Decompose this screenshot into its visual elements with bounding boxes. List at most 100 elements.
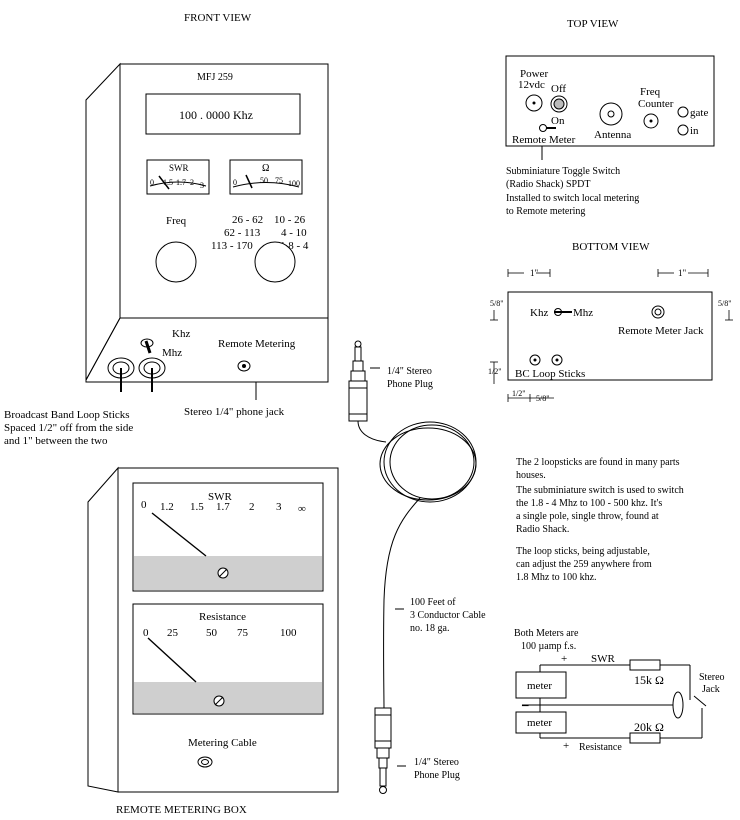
remote-resistance-title: Resistance	[199, 611, 246, 623]
remote-res-tick: 0	[143, 627, 149, 639]
plug-top-label: Phone Plug	[387, 379, 433, 390]
ohm-tick: 100	[288, 179, 300, 188]
off-label: Off	[551, 83, 566, 95]
meter2-label: meter	[527, 717, 552, 729]
metering-cable-jack-icon	[197, 756, 213, 768]
ohm-meter-title: Ω	[262, 163, 269, 174]
gate-label: gate	[690, 107, 708, 119]
front-panel-box	[85, 62, 329, 383]
note-line: The loop sticks, being adjustable,	[516, 546, 650, 557]
meter-circuit-wiring	[522, 664, 707, 739]
note-line: can adjust the 259 anywhere from	[516, 559, 652, 570]
bottom-dimension-marks	[490, 269, 733, 402]
bottom-toggle-icon	[554, 308, 572, 316]
top-note-line: (Radio Shack) SPDT	[506, 179, 590, 190]
swr-tick: 0	[150, 178, 154, 187]
dim-5-8-bottom: 5/8"	[536, 394, 550, 403]
band-knob	[254, 241, 296, 283]
remote-meter-toggle-icon	[539, 124, 556, 132]
remote-res-tick: 75	[237, 627, 249, 639]
in-label: in	[690, 125, 699, 137]
gate-jack-icon	[677, 106, 689, 118]
remote-swr-tick: 2	[249, 501, 255, 513]
note-line: 1.8 Mhz to 100 khz.	[516, 572, 597, 583]
stereo-jack-label: Jack	[702, 684, 720, 695]
remote-metering-jack	[237, 360, 251, 372]
resistance-circuit-label: Resistance	[579, 742, 622, 753]
cable-label: 100 Feet of	[410, 597, 456, 608]
dim-1-2-side: 1/2"	[488, 367, 502, 376]
frequency-display	[145, 93, 301, 135]
remote-res-tick: 100	[280, 627, 297, 639]
plus-bottom: +	[563, 740, 569, 752]
note-line: The 2 loopsticks are found in many parts	[516, 457, 680, 468]
note-line: Radio Shack.	[516, 524, 569, 535]
resistance-zero-adjust-screw-icon	[213, 695, 225, 707]
swr-meter-title: SWR	[169, 163, 189, 173]
bottom-panel	[507, 291, 713, 381]
antenna-label: Antenna	[594, 129, 631, 141]
note-line: The subminiature switch is used to switc…	[516, 485, 684, 496]
meter1-label: meter	[527, 680, 552, 692]
remote-res-tick: 50	[206, 627, 218, 639]
swr-zero-adjust-screw-icon	[217, 567, 229, 579]
remote-metering-label: Remote Metering	[218, 338, 296, 350]
loopstick-note-line: Broadcast Band Loop Sticks	[4, 409, 130, 421]
note-line: houses.	[516, 470, 546, 481]
freq-label: Freq	[166, 215, 187, 227]
plug-bottom-label: 1/4" Stereo	[414, 757, 459, 768]
stereo-jack-symbol	[672, 691, 684, 719]
remote-swr-tick: ∞	[298, 503, 306, 515]
khz-mhz-toggle-switch	[140, 338, 154, 354]
swr-tick: 1.5	[163, 178, 173, 187]
freq-knob	[155, 241, 197, 283]
bottom-mhz-label: Mhz	[573, 307, 593, 319]
display-readout: 100 . 0000 Khz	[179, 108, 253, 122]
swr-circuit-label: SWR	[591, 653, 616, 665]
swr-tick: 1.7	[176, 178, 186, 187]
schematic-note: Both Meters are	[514, 628, 579, 639]
ohm-tick: 0	[233, 178, 237, 187]
ohm-panel-meter	[229, 159, 303, 195]
plug-top-label: 1/4" Stereo	[387, 366, 432, 377]
band-label: 4 - 10	[281, 227, 307, 239]
dim-5-8-right: 5/8"	[718, 299, 732, 308]
note-line: the 1.8 - 4 Mhz to 100 - 500 khz. It's	[516, 498, 662, 509]
band-label: 113 - 170	[211, 240, 253, 252]
ohm-tick: 75	[275, 176, 283, 185]
loopstick-note-line: and 1" between the two	[4, 435, 108, 447]
swr-meter-symbol	[515, 671, 567, 699]
loopstick-holes	[107, 357, 166, 392]
in-jack-icon	[677, 124, 689, 136]
stereo-jack-label: Stereo	[699, 672, 725, 683]
r1-label: 15k Ω	[634, 673, 664, 687]
ohm-tick: 50	[260, 176, 268, 185]
coiled-cable	[357, 420, 477, 711]
bc-loop-sticks-label: BC Loop Sticks	[515, 368, 585, 380]
metering-cable-label: Metering Cable	[188, 737, 257, 749]
resistor-15k-icon	[629, 659, 661, 671]
cable-label: 3 Conductor Cable	[410, 610, 486, 621]
r2-label: 20k Ω	[634, 720, 664, 734]
loopstick-note-line: Spaced 1/2" off from the side	[4, 422, 133, 434]
remote-swr-needle	[151, 512, 207, 557]
dim-1-2-bottom: 1/2"	[512, 389, 526, 398]
dim-5-8-left: 5/8"	[490, 299, 504, 308]
model-label: MFJ 259	[197, 72, 233, 83]
swr-tick: 2	[190, 178, 194, 187]
remote-swr-tick: 3	[276, 501, 282, 513]
remote-meter-jack-icon	[651, 305, 665, 319]
remote-swr-title: SWR	[208, 491, 233, 503]
top-view-heading: TOP VIEW	[567, 18, 619, 30]
on-label: On	[551, 115, 565, 127]
resistor-20k-icon	[629, 732, 661, 744]
top-note-line: to Remote metering	[506, 206, 585, 217]
plug-bottom-label: Phone Plug	[414, 770, 460, 781]
dim-1in-left: 1"	[530, 268, 539, 278]
remote-resistance-meter-base	[134, 682, 322, 713]
power-label: Power	[520, 68, 548, 80]
remote-box-outline	[87, 466, 339, 793]
cable-label: no. 18 ga.	[410, 623, 449, 634]
top-phone-plug-icon	[348, 340, 368, 422]
band-label: 62 - 113	[224, 227, 261, 239]
